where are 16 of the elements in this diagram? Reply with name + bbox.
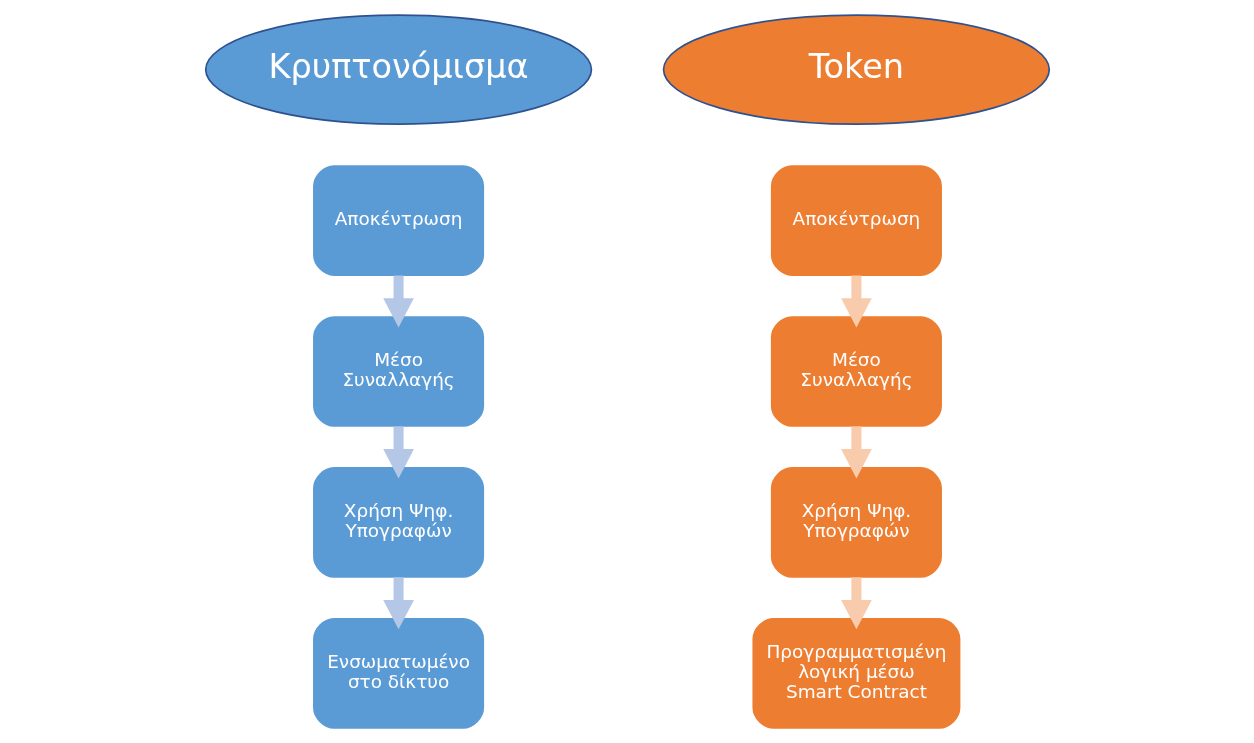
- arrow: [840, 426, 872, 479]
- node-box: Προγραμματισμένη λογική μέσω Smart Contract: [751, 618, 960, 729]
- node-box: Αποκέντρωση: [770, 165, 942, 276]
- node-ellipse: Token: [662, 14, 1050, 125]
- node-box: Χρήση Ψηφ. Υπογραφών: [770, 467, 942, 578]
- node-box: Αποκέντρωση: [312, 165, 484, 276]
- node-box: Ενσωματωμένο στο δίκτυο: [312, 618, 484, 729]
- node-ellipse: Κρυπτονόμισμα: [204, 14, 592, 125]
- node-box: Χρήση Ψηφ. Υπογραφών: [312, 467, 484, 578]
- node-box: Μέσο Συναλλαγής: [770, 316, 942, 427]
- arrow: [382, 577, 414, 630]
- arrow: [382, 275, 414, 328]
- arrow: [840, 275, 872, 328]
- arrow: [840, 577, 872, 630]
- node-box: Μέσο Συναλλαγής: [312, 316, 484, 427]
- arrow: [382, 426, 414, 479]
